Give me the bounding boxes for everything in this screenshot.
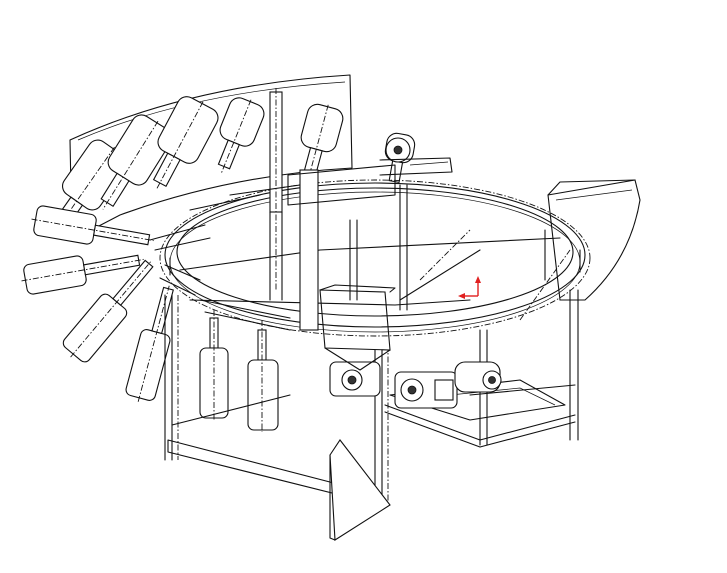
rear-guard-panel bbox=[69, 74, 353, 241]
left-bottle-fan bbox=[21, 205, 174, 402]
hanging-bottle bbox=[247, 320, 279, 432]
rotary-ring-track bbox=[159, 179, 591, 337]
motor-unit bbox=[454, 361, 502, 393]
inner-frame bbox=[179, 184, 571, 321]
upper-bottle bbox=[100, 114, 173, 210]
left-bottle bbox=[62, 259, 154, 363]
front-drip-panel bbox=[329, 439, 391, 541]
upper-bottle bbox=[217, 97, 265, 175]
left-bottle bbox=[31, 205, 154, 246]
base-frame bbox=[164, 289, 579, 506]
gripper-arms bbox=[149, 184, 301, 331]
upper-bottle bbox=[152, 96, 219, 191]
discharge-chute bbox=[547, 179, 641, 301]
red-axis-marker bbox=[458, 276, 481, 299]
motor-unit bbox=[329, 361, 381, 397]
pump-motor-group bbox=[329, 361, 502, 409]
upper-bottle bbox=[300, 103, 344, 179]
motor-unit bbox=[394, 371, 458, 409]
center-column bbox=[269, 88, 396, 331]
hanging-bottle-row bbox=[199, 310, 279, 432]
left-bottle bbox=[21, 254, 144, 295]
top-valve-assembly bbox=[379, 137, 453, 176]
left-bottle bbox=[125, 285, 174, 402]
hanging-bottle bbox=[199, 310, 229, 420]
